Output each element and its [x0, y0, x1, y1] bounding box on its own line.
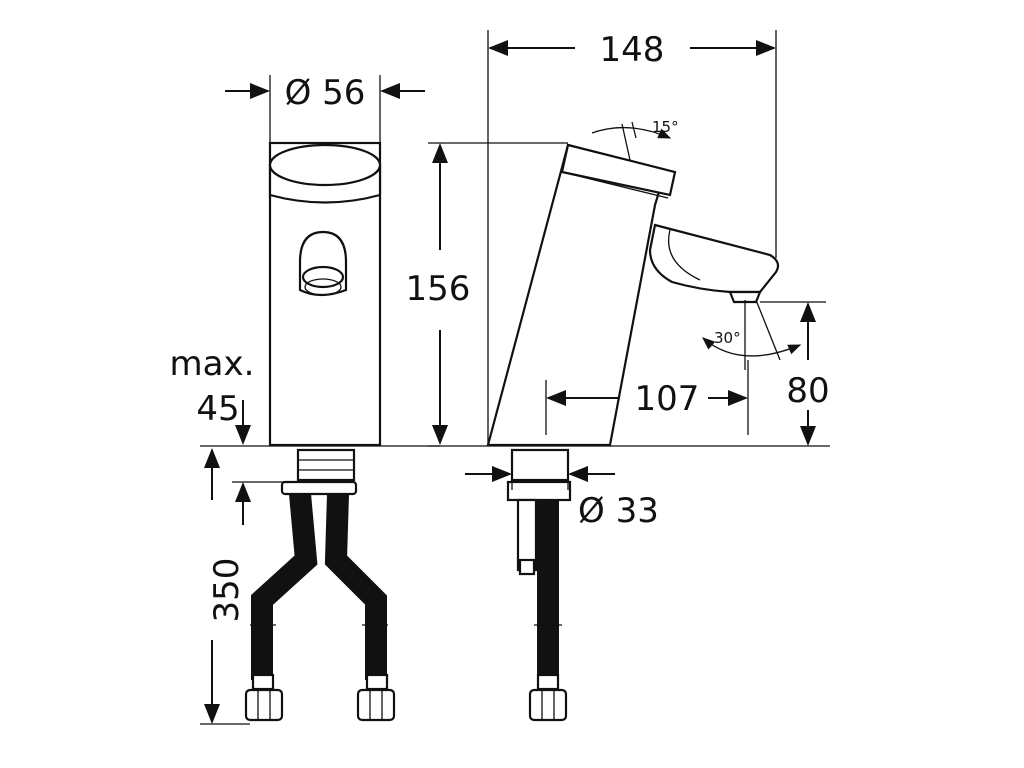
front-clamp — [280, 480, 358, 496]
dim-width-front: Ø 56 — [285, 73, 366, 113]
dim-max-value: 45 — [196, 389, 239, 429]
dim-depth-total: 148 — [600, 30, 665, 70]
sensor-lens — [301, 265, 345, 289]
dim-angle-spout: 30° — [714, 329, 741, 347]
dim-height-body: 156 — [406, 269, 471, 309]
side-lever — [560, 143, 677, 197]
front-connector — [296, 448, 356, 482]
dim-shank-dia: Ø 33 — [578, 491, 659, 531]
front-cap-top — [268, 143, 382, 187]
side-hose-nut — [528, 688, 568, 722]
front-view — [244, 141, 396, 722]
side-spout — [648, 223, 780, 294]
side-connector — [510, 448, 570, 482]
side-view — [486, 143, 780, 722]
spout-aerator — [728, 290, 762, 304]
dim-hose-length: 350 — [207, 558, 247, 623]
side-clamp — [506, 480, 572, 502]
hose-nut-right — [356, 688, 396, 722]
dim-reach: 107 — [635, 379, 700, 419]
front-dimensions: Ø 56 max. 45 350 — [170, 73, 440, 725]
dim-max-label: max. — [170, 344, 255, 384]
dim-angle-lever: 15° — [652, 118, 679, 136]
dim-spout-height: 80 — [786, 371, 829, 411]
side-dimensions: 148 15° 156 30° 107 80 Ø 33 — [406, 30, 830, 531]
hose-nut-left — [244, 688, 284, 722]
